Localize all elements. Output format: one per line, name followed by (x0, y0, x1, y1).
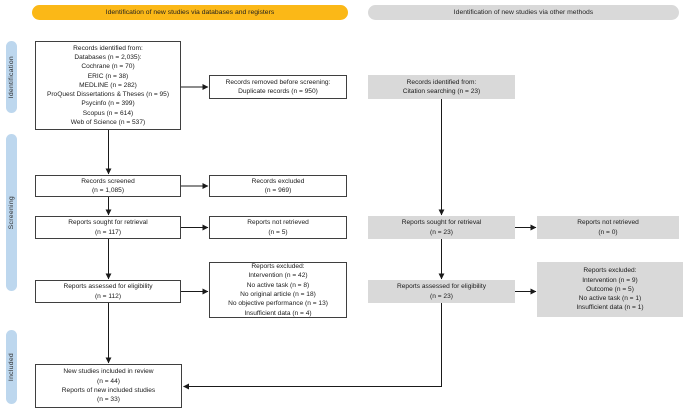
box-reports-assessed-eligibility: Reports assessed for eligibility (n = 11… (35, 280, 181, 303)
box-reports-not-retrieved: Reports not retrieved (n = 5) (209, 216, 347, 239)
box-reports-assessed-eligibility-other: Reports assessed for eligibility (n = 23… (368, 280, 515, 303)
box-reports-not-retrieved-other: Reports not retrieved (n = 0) (537, 216, 679, 239)
box-records-removed-before-screening: Records removed before screening: Duplic… (209, 75, 347, 99)
box-reports-excluded-reasons-other: Reports excluded: Intervention (n = 9) O… (537, 262, 683, 317)
box-records-screened: Records screened (n = 1,085) (35, 175, 181, 197)
box-records-identified-databases: Records identified from: Databases (n = … (35, 41, 181, 130)
banner-other-methods-label: Identification of new studies via other … (453, 9, 594, 16)
banner-other-methods: Identification of new studies via other … (368, 5, 679, 20)
box-reports-sought-retrieval-other: Reports sought for retrieval (n = 23) (368, 216, 515, 239)
box-records-excluded: Records excluded (n = 969) (209, 175, 347, 197)
stage-label-screening-text: Screening (8, 195, 15, 230)
banner-databases-registers: Identification of new studies via databa… (32, 5, 348, 20)
box-reports-sought-retrieval: Reports sought for retrieval (n = 117) (35, 216, 181, 239)
box-records-identified-citation: Records identified from: Citation search… (368, 75, 515, 99)
stage-label-screening: Screening (6, 134, 17, 291)
box-new-studies-included: New studies included in review (n = 44) … (35, 364, 182, 408)
stage-label-included: Included (6, 330, 17, 404)
box-reports-excluded-reasons: Reports excluded: Intervention (n = 42) … (209, 262, 347, 318)
stage-label-included-text: Included (8, 352, 15, 382)
banner-databases-registers-label: Identification of new studies via databa… (105, 9, 275, 16)
stage-label-identification: Identification (6, 41, 17, 113)
stage-label-identification-text: Identification (8, 55, 15, 99)
